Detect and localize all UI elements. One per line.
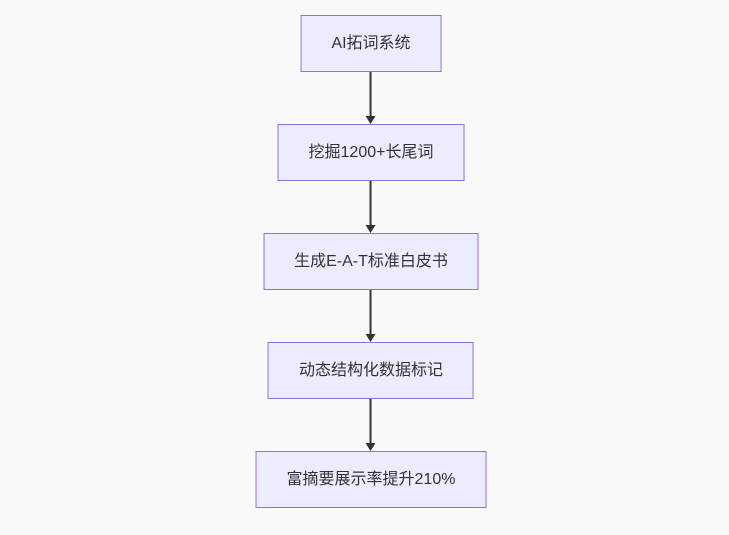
flow-edge [366, 72, 376, 124]
edge-line [370, 290, 372, 334]
arrowhead-down-icon [366, 443, 376, 451]
flow-node-label: 动态结构化数据标记 [298, 361, 443, 379]
flow-edge [366, 181, 376, 233]
flow-node-2: 挖掘1200+长尾词 [277, 124, 465, 181]
edge-line [370, 181, 372, 225]
flow-node-4: 动态结构化数据标记 [267, 342, 474, 399]
flow-edge [366, 290, 376, 342]
flow-node-label: AI拓词系统 [331, 34, 411, 52]
edge-line [370, 72, 372, 116]
flow-node-3: 生成E-A-T标准白皮书 [263, 233, 479, 290]
edge-line [370, 399, 372, 443]
flow-node-label: 挖掘1200+长尾词 [308, 143, 434, 161]
flow-node-label: 富摘要展示率提升210% [286, 470, 456, 488]
arrowhead-down-icon [366, 225, 376, 233]
flow-edge [366, 399, 376, 451]
flow-node-5: 富摘要展示率提升210% [255, 451, 487, 508]
flow-column: AI拓词系统 挖掘1200+长尾词 生成E-A-T标准白皮书 动态结构化数据标记… [255, 15, 487, 508]
flow-node-label: 生成E-A-T标准白皮书 [294, 252, 448, 270]
arrowhead-down-icon [366, 116, 376, 124]
flow-node-1: AI拓词系统 [300, 15, 442, 72]
arrowhead-down-icon [366, 334, 376, 342]
